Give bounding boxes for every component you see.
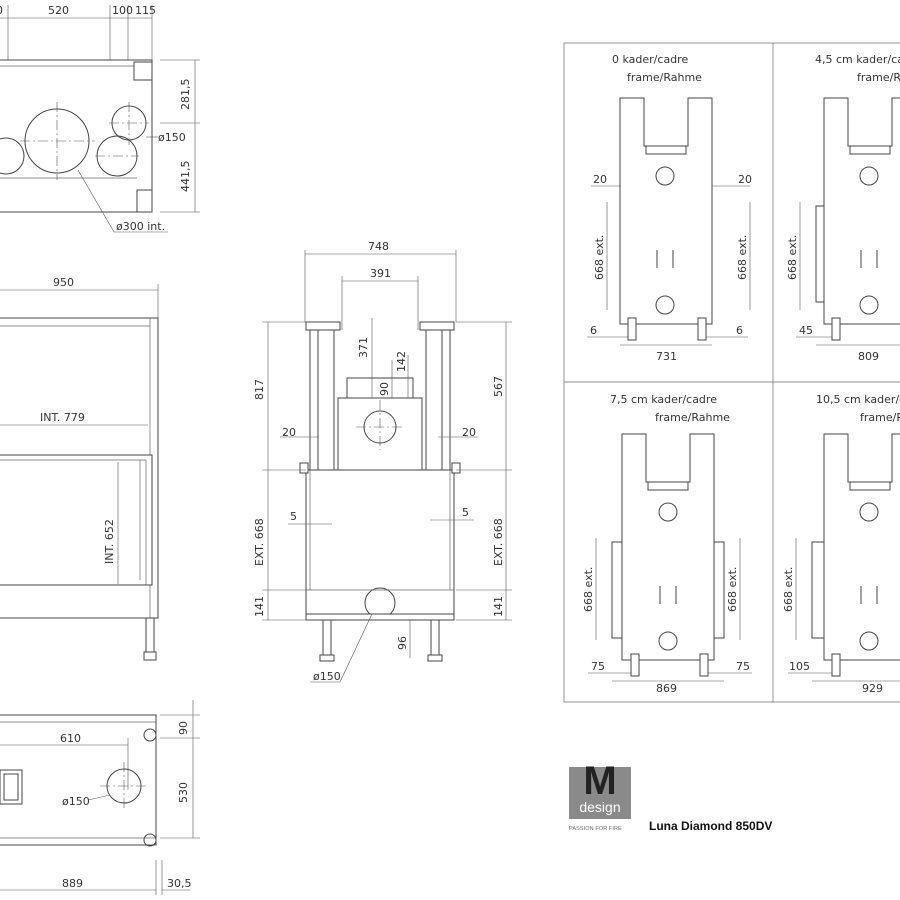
dim-141-left: 141 bbox=[253, 596, 266, 617]
frame-0-left: 20 bbox=[593, 173, 607, 186]
dim-142: 142 bbox=[395, 351, 408, 372]
frame-45-width: 809 bbox=[858, 350, 879, 363]
dim-d150-side: ø150 bbox=[313, 670, 341, 683]
top-view: 0 520 100 115 281,5 441,5 ø150 ø300 int. bbox=[0, 4, 200, 233]
frame-105-bl: 105 bbox=[789, 660, 810, 673]
dim-391: 391 bbox=[370, 267, 391, 280]
dim-top-100: 100 bbox=[112, 4, 133, 17]
dim-top-115: 115 bbox=[135, 4, 156, 17]
logo-design-text: design bbox=[579, 799, 621, 815]
frame-105-title2: frame/Rahme bbox=[860, 411, 900, 424]
dim-int-652: INT. 652 bbox=[103, 519, 116, 564]
dim-748: 748 bbox=[368, 240, 389, 253]
frame-panel-0: 0 kader/cadre frame/Rahme 20 20 668 ext.… bbox=[587, 53, 752, 363]
dim-d150-top: ø150 bbox=[158, 131, 186, 144]
dim-top-520: 520 bbox=[48, 4, 69, 17]
dim-20-left: 20 bbox=[282, 426, 296, 439]
frame-75-ext-r: 668 ext. bbox=[726, 567, 739, 612]
dim-d150-bottom: ø150 bbox=[62, 795, 90, 808]
frame-panel-75: 7,5 cm kader/cadre frame/Rahme 668 ext. … bbox=[582, 393, 752, 695]
frame-0-title2: frame/Rahme bbox=[627, 71, 702, 84]
frame-0-ext-r: 668 ext. bbox=[736, 235, 749, 280]
frame-panel-105: 10,5 cm kader/cadre frame/Rahme 668 ext.… bbox=[782, 393, 900, 695]
dim-20-right: 20 bbox=[462, 426, 476, 439]
bottom-view: 610 ø150 90 530 889 30,5 bbox=[0, 700, 200, 895]
dim-90-bottom: 90 bbox=[177, 721, 190, 735]
product-name: Luna Diamond 850DV bbox=[649, 819, 773, 833]
dim-ext-668-left: EXT. 668 bbox=[253, 518, 266, 566]
dim-5-left: 5 bbox=[290, 510, 297, 523]
brand-tagline: PASSION FOR FIRE bbox=[569, 826, 622, 832]
dim-371: 371 bbox=[357, 337, 370, 358]
frame-105-width: 929 bbox=[862, 682, 883, 695]
dim-5-right: 5 bbox=[462, 506, 469, 519]
frame-75-title1: 7,5 cm kader/cadre bbox=[610, 393, 717, 406]
frame-45-title1: 4,5 cm kader/cadre bbox=[815, 53, 900, 66]
dim-889: 889 bbox=[62, 877, 83, 890]
side-view: 748 391 bbox=[253, 240, 512, 683]
frame-0-width: 731 bbox=[656, 350, 677, 363]
frame-75-title2: frame/Rahme bbox=[655, 411, 730, 424]
frame-45-bl: 45 bbox=[799, 324, 813, 337]
frame-panel-45: 4,5 cm kader/cadre frame/Rahme 668 ext. … bbox=[786, 53, 900, 363]
dim-817: 817 bbox=[253, 379, 266, 400]
frame-75-width: 869 bbox=[656, 682, 677, 695]
dim-141-right: 141 bbox=[492, 596, 505, 617]
frame-0-right: 20 bbox=[738, 173, 752, 186]
frame-75-ext-l: 668 ext. bbox=[582, 567, 595, 612]
frame-45-ext-l: 668 ext. bbox=[786, 235, 799, 280]
dim-281-5: 281,5 bbox=[179, 79, 192, 111]
front-view: 950 INT. 779 INT. 652 bbox=[0, 276, 159, 661]
dim-ext-668-right: EXT. 668 bbox=[492, 518, 505, 566]
frame-105-ext-l: 668 ext. bbox=[782, 567, 795, 612]
dim-530: 530 bbox=[177, 782, 190, 803]
dim-30-5: 30,5 bbox=[167, 877, 192, 890]
frame-0-bl: 6 bbox=[590, 324, 597, 337]
dim-610: 610 bbox=[60, 732, 81, 745]
brand-logo: M design bbox=[569, 759, 631, 819]
frame-0-br: 6 bbox=[736, 324, 743, 337]
dim-567: 567 bbox=[492, 376, 505, 397]
dim-96: 96 bbox=[396, 636, 409, 650]
frame-105-title1: 10,5 cm kader/cadre bbox=[816, 393, 900, 406]
dim-top-0: 0 bbox=[0, 4, 3, 17]
dim-950: 950 bbox=[53, 276, 74, 289]
dim-int-779: INT. 779 bbox=[40, 411, 85, 424]
frame-45-title2: frame/Rahme bbox=[857, 71, 900, 84]
frame-75-bl: 75 bbox=[591, 660, 605, 673]
dim-90-side: 90 bbox=[378, 382, 391, 396]
frame-0-ext-l: 668 ext. bbox=[593, 235, 606, 280]
logo-m-glyph: M bbox=[583, 759, 617, 803]
frame-75-br: 75 bbox=[736, 660, 750, 673]
dim-441-5: 441,5 bbox=[179, 161, 192, 193]
dim-d300: ø300 int. bbox=[116, 220, 165, 233]
frame-0-title1: 0 kader/cadre bbox=[612, 53, 688, 66]
frame-options-grid: 0 kader/cadre frame/Rahme 20 20 668 ext.… bbox=[563, 42, 900, 703]
